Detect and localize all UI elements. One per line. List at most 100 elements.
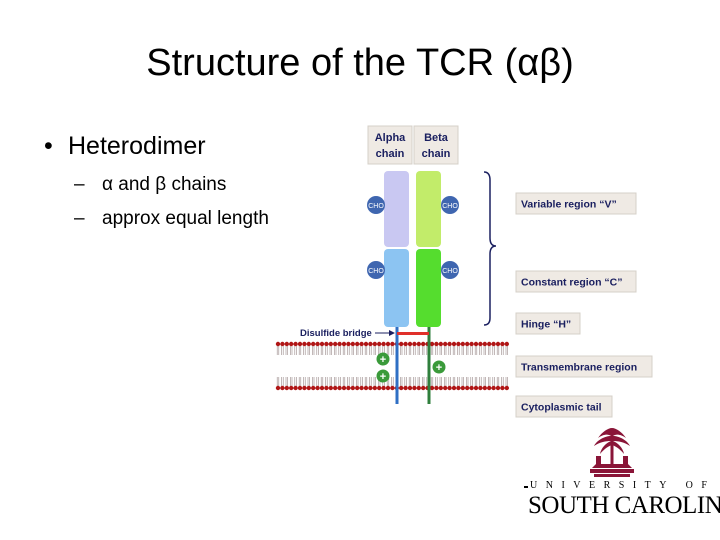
region-label-variable: Variable region “V” (515, 192, 637, 215)
lipid-head (469, 341, 474, 347)
disulfide-label: Disulfide bridge (300, 328, 372, 339)
alpha-header-box (367, 125, 413, 165)
lipid-head (478, 385, 483, 391)
sub-bullet-text: α and β chains (102, 174, 227, 195)
lipid-head (333, 341, 338, 347)
lipid-head (500, 341, 505, 347)
lipid-head (289, 385, 294, 391)
lipid-head (315, 385, 320, 391)
lipid-head (456, 341, 461, 347)
beta-header-line1: Beta (424, 132, 449, 144)
lipid-head (341, 385, 347, 391)
lipid-head (487, 341, 492, 347)
lipid-head (495, 341, 501, 347)
lipid-head (482, 385, 487, 391)
cell-membrane (275, 341, 509, 391)
lipid-head (346, 341, 351, 347)
lipid-head (377, 385, 382, 391)
region-brace (483, 171, 497, 326)
lipid-head (359, 341, 364, 347)
lipid-head (473, 341, 479, 347)
positive-charge-icon: + (376, 369, 390, 383)
palmetto-tree-icon (590, 428, 634, 477)
lipid-head (429, 385, 435, 391)
lipid-head (337, 385, 342, 391)
lipid-head (328, 385, 333, 391)
lipid-head (319, 341, 325, 347)
lipid-head (315, 341, 320, 347)
region-label-hinge: Hinge “H” (515, 312, 581, 335)
lipid-head (297, 385, 303, 391)
lipid-head (306, 341, 311, 347)
beta-header-line2: chain (422, 148, 451, 160)
lipid-head (460, 341, 465, 347)
lipid-head (302, 341, 307, 347)
lipid-head (280, 385, 285, 391)
lipid-head (355, 385, 360, 391)
positive-charge-icon: + (376, 352, 390, 366)
lipid-head (328, 341, 333, 347)
lipid-head (302, 385, 307, 391)
lipid-head (412, 385, 417, 391)
lipid-head (438, 385, 443, 391)
lipid-head (447, 385, 452, 391)
cho-marker: CHO (441, 261, 459, 279)
lipid-head (385, 385, 391, 391)
lipid-head (451, 385, 457, 391)
lipid-head (381, 341, 386, 347)
lipid-head (390, 341, 395, 347)
lipid-head (500, 385, 505, 391)
lipid-head (341, 341, 347, 347)
lipid-head (504, 385, 509, 391)
lipid-head (346, 385, 351, 391)
beta-tail (427, 288, 431, 404)
alpha-header-line2: chain (376, 148, 405, 160)
lipid-head (311, 341, 316, 347)
lipid-head (456, 385, 461, 391)
logo-state-name: SOUTH CAROLINA (528, 492, 720, 519)
lipid-head (399, 341, 404, 347)
cho-marker: CHO (367, 196, 385, 214)
lipid-head (297, 341, 303, 347)
logo-university-line: UNIVERSITY OF (530, 480, 716, 491)
lipid-head (359, 385, 364, 391)
lipid-head (306, 385, 311, 391)
lipid-head (350, 385, 355, 391)
beta-header-box (413, 125, 459, 165)
alpha-tail (395, 288, 399, 404)
cho-marker: CHO (441, 196, 459, 214)
alpha-constant-domain (384, 249, 409, 327)
lipid-head (311, 385, 316, 391)
bullet-dot-icon: • (44, 132, 53, 160)
sub-bullet-text: approx equal length (102, 208, 269, 229)
dash-icon: – (74, 208, 85, 229)
lipid-head (434, 341, 439, 347)
svg-text:Cytoplasmic tail: Cytoplasmic tail (521, 402, 602, 414)
region-label-constant: Constant region “C” (515, 270, 637, 293)
lipid-head (385, 341, 391, 347)
tcr-diagram: Alpha chain Beta chain CHO CHO CHO CHO +… (275, 125, 653, 418)
lipid-head (434, 385, 439, 391)
lipid-head (350, 341, 355, 347)
arrow-head-icon (389, 330, 395, 336)
svg-text:Transmembrane region: Transmembrane region (521, 362, 637, 374)
bullet-text: Heterodimer (68, 132, 206, 160)
slide-title: Structure of the TCR (αβ) (146, 42, 574, 84)
lipid-head (421, 341, 426, 347)
svg-text:Constant region “C”: Constant region “C” (521, 277, 623, 289)
lipid-head (399, 385, 404, 391)
lipid-head (337, 341, 342, 347)
cho-label: CHO (368, 203, 384, 210)
svg-text:+: + (380, 371, 386, 383)
lipid-head (429, 341, 435, 347)
lipid-head (421, 385, 426, 391)
lipid-head (403, 385, 408, 391)
lipid-head (381, 385, 386, 391)
lipid-head (416, 341, 421, 347)
lipid-head (416, 385, 421, 391)
svg-text:+: + (380, 354, 386, 366)
lipid-head (407, 385, 413, 391)
cho-label: CHO (442, 268, 458, 275)
bullet-heterodimer: • Heterodimer (44, 132, 206, 161)
lipid-head (293, 385, 298, 391)
